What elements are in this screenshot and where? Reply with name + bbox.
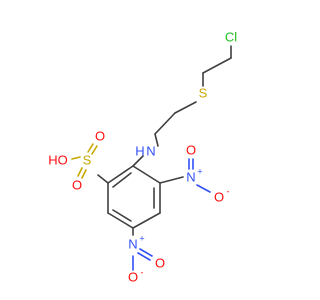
thioether-sulfur-atom-label: S [199, 85, 208, 100]
amine-nitrogen-atom-label: N [146, 143, 155, 158]
nitro-5-nitrogen-atom-label: N [128, 236, 137, 251]
bond-c-c-chain2 [154, 112, 176, 135]
bond-n5-o-double-a [139, 248, 153, 257]
ring-bond-4-5 [107, 212, 134, 229]
bonds [97, 45, 232, 236]
bond-s-o-bottom-a [77, 167, 83, 177]
sulfonyl-oxygen-top-atom-label: O [95, 128, 105, 143]
bond-n-c-ring [132, 155, 144, 167]
molecule-structure-diagram: Cl S N H S HO O O N + O O - N + O O - [48, 29, 237, 284]
nitro-5-single-oxygen-atom-label: O [128, 269, 138, 284]
bond-s-oh [71, 156, 81, 160]
nitro-3-nitrogen-charge: + [197, 166, 202, 176]
bond-c-c-chain1 [202, 57, 232, 74]
bond-n3-o-single [196, 184, 211, 193]
nitro-5-nitrogen-charge: + [139, 233, 144, 243]
bond-s-o-top-a [87, 143, 94, 153]
chlorine-atom-label: Cl [225, 29, 237, 44]
bond-s-c-thioether [174, 101, 197, 114]
amine-hydrogen-atom-label: H [135, 143, 144, 158]
nitro-3-single-oxygen-atom-label: O [214, 189, 224, 204]
ring-bond-3-4 [132, 212, 161, 229]
ring-bond-1-2 [132, 165, 161, 184]
nitro-5-double-oxygen-atom-label: O [155, 255, 165, 270]
nitro-3-oxygen-charge: - [227, 186, 230, 196]
ring-inner-bond-b [112, 209, 132, 222]
ring-inner-bond-c [112, 172, 132, 188]
bond-s-o-top-b [91, 145, 98, 155]
bond-s-o-bottom-b [81, 169, 87, 179]
ring-bond-6-1 [107, 165, 134, 184]
hydroxyl-atom-label: HO [48, 152, 68, 167]
sulfonyl-oxygen-bottom-atom-label: O [72, 177, 82, 192]
bond-ring-n-nitro-3 [159, 176, 184, 184]
nitro-3-double-oxygen-atom-label: O [186, 142, 196, 157]
atom-labels: Cl S N H S HO O O N + O O - N + O O - [48, 29, 237, 284]
sulfonic-sulfur-atom-label: S [83, 152, 92, 167]
nitro-5-oxygen-charge: - [141, 267, 144, 277]
bond-n5-o-double-b [137, 252, 151, 261]
hetero-bonds [71, 143, 211, 271]
nitro-3-nitrogen-atom-label: N [186, 169, 195, 184]
bond-c-n-amine [154, 133, 159, 147]
bond-ring-s-sulfonic [97, 174, 109, 184]
